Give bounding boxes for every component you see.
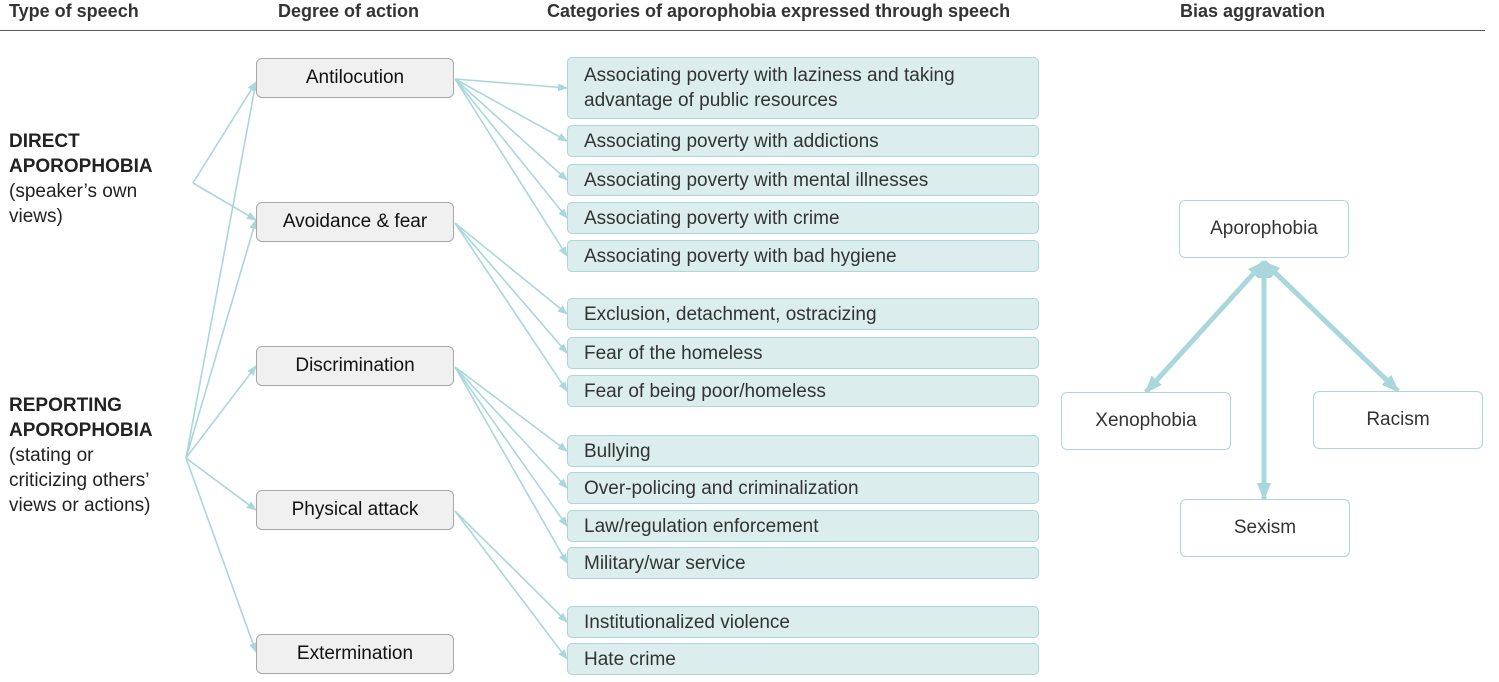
- speech-subtitle: (stating or: [9, 445, 94, 466]
- header-degree-of-action: Degree of action: [278, 1, 420, 21]
- category-bad-hygiene: Associating poverty with bad hygiene: [567, 240, 1039, 272]
- header-type-of-speech: Type of speech: [9, 1, 139, 21]
- connector-degree-category: [454, 222, 568, 392]
- speech-title: APOROPHOBIA: [9, 156, 153, 177]
- connector-reporting: [185, 457, 257, 511]
- degree-extermination: Extermination: [256, 634, 454, 674]
- category-crime: Associating poverty with crime: [567, 202, 1039, 234]
- bias-arrow: [1262, 260, 1400, 393]
- speech-title: REPORTING: [9, 395, 122, 416]
- speech-subtitle: criticizing others’: [9, 470, 150, 491]
- connector-reporting: [185, 365, 257, 459]
- connector-degree-category: [454, 366, 568, 452]
- category-military: Military/war service: [567, 547, 1039, 579]
- degree-antilocution: Antilocution: [256, 58, 454, 98]
- category-law-enforcement: Law/regulation enforcement: [567, 510, 1039, 542]
- connector-degree-category: [454, 78, 568, 257]
- header-categories: Categories of aporophobia expressed thro…: [547, 1, 1011, 21]
- bias-xenophobia: Xenophobia: [1061, 392, 1231, 450]
- speech-type-reporting: REPORTING APOROPHOBIA (stating or critic…: [9, 393, 153, 518]
- speech-type-direct: DIRECT APOROPHOBIA (speaker’s own views): [9, 129, 153, 229]
- category-exclusion: Exclusion, detachment, ostracizing: [567, 298, 1039, 330]
- speech-title: DIRECT: [9, 131, 80, 152]
- degree-avoidance-fear: Avoidance & fear: [256, 202, 454, 242]
- header-bias-aggravation: Bias aggravation: [1180, 1, 1326, 21]
- degree-discrimination: Discrimination: [256, 346, 454, 386]
- bias-aporophobia: Aporophobia: [1179, 200, 1349, 258]
- connector-degree-category: [454, 78, 568, 142]
- category-over-policing: Over-policing and criminalization: [567, 472, 1039, 504]
- bias-sexism: Sexism: [1180, 499, 1350, 557]
- category-laziness: Associating poverty with laziness and ta…: [567, 57, 1039, 119]
- connector-degree-category: [454, 78, 568, 181]
- category-institutionalized-violence: Institutionalized violence: [567, 606, 1039, 638]
- connector-degree-category: [454, 366, 568, 564]
- header-divider: [0, 30, 1485, 31]
- connector-reporting: [185, 457, 257, 653]
- speech-subtitle: views): [9, 206, 63, 227]
- bias-arrow: [1144, 260, 1266, 394]
- category-addictions: Associating poverty with addictions: [567, 125, 1039, 157]
- speech-title: APOROPHOBIA: [9, 420, 153, 441]
- category-bullying: Bullying: [567, 435, 1039, 467]
- degree-physical-attack: Physical attack: [256, 490, 454, 530]
- speech-subtitle: views or actions): [9, 495, 151, 516]
- connector-degree-category: [454, 510, 568, 623]
- category-fear-homeless: Fear of the homeless: [567, 337, 1039, 369]
- category-hate-crime: Hate crime: [567, 643, 1039, 675]
- connector-reporting: [185, 81, 259, 459]
- connector-degree-category: [454, 78, 568, 92]
- bias-racism: Racism: [1313, 391, 1483, 449]
- connector-reporting: [185, 219, 258, 459]
- connector-degree-category: [454, 366, 568, 489]
- category-fear-poor: Fear of being poor/homeless: [567, 375, 1039, 407]
- connector-direct: [192, 182, 257, 221]
- category-mental-illnesses: Associating poverty with mental illnesse…: [567, 164, 1039, 196]
- connector-degree-category: [454, 510, 568, 660]
- connector-degree-category: [454, 78, 568, 219]
- connector-degree-category: [454, 366, 568, 527]
- connector-degree-category: [454, 222, 568, 354]
- speech-subtitle: (speaker’s own: [9, 181, 138, 202]
- connector-degree-category: [454, 222, 568, 315]
- connector-direct: [192, 81, 257, 184]
